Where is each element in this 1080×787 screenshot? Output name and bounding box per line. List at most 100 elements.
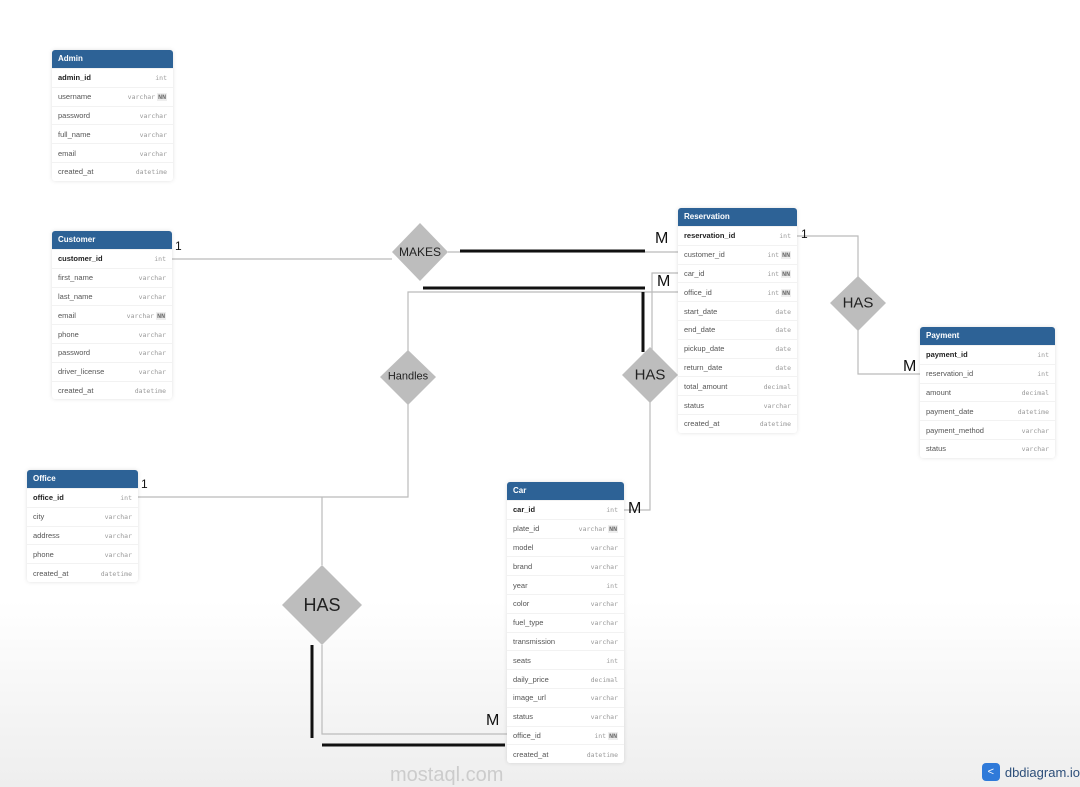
field-row[interactable]: customer_id int (52, 249, 172, 268)
field-name: payment_date (926, 406, 974, 416)
field-type: datetime (1017, 407, 1049, 416)
field-type: datetime (100, 569, 132, 578)
field-name: fuel_type (513, 618, 544, 628)
field-type: decimal (1021, 388, 1049, 397)
field-type: int (155, 74, 167, 83)
dbdiagram-logo[interactable]: <dbdiagram.io (981, 763, 1080, 781)
field-type: varchar (138, 292, 166, 301)
field-name: pickup_date (684, 344, 725, 354)
field-row[interactable]: customer_id int NN (678, 244, 797, 264)
not-null-badge: NN (608, 731, 618, 740)
has-payment-label: HAS (842, 294, 874, 312)
field-row[interactable]: payment_date datetime (920, 401, 1055, 420)
field-row[interactable]: status varchar (507, 706, 624, 726)
field-name: transmission (513, 636, 556, 646)
field-name: city (33, 512, 45, 522)
field-type: varchar (590, 713, 618, 722)
field-name: customer_id (58, 254, 103, 264)
field-type: int (767, 251, 780, 260)
field-type: varchar (590, 637, 618, 646)
cardinality: M (486, 712, 500, 729)
field-type: int (154, 255, 166, 264)
field-name: reservation_id (926, 369, 974, 379)
has-office-diamond (282, 565, 362, 645)
field-type: varchar (138, 330, 166, 339)
has-office-label: HAS (303, 595, 341, 615)
field-name: car_id (684, 268, 705, 278)
field-row[interactable]: transmission varchar (507, 631, 624, 651)
field-name: customer_id (684, 250, 725, 260)
field-type: varchar (138, 368, 166, 377)
field-name: status (513, 712, 534, 722)
makes-diamond (392, 223, 448, 281)
cardinality: M (903, 358, 917, 375)
field-type: int (120, 494, 132, 503)
field-type: int (767, 288, 780, 297)
field-name: year (513, 580, 528, 590)
field-type: int (594, 731, 607, 740)
field-name: status (684, 400, 705, 410)
table-header: Payment (920, 327, 1055, 345)
not-null-badge: NN (781, 251, 791, 260)
field-name: car_id (513, 505, 536, 515)
cardinality: 1 (801, 227, 808, 241)
field-name: return_date (684, 362, 723, 372)
table-header: Reservation (678, 208, 797, 226)
table-header: Office (27, 470, 138, 488)
field-type: varchar (578, 525, 607, 534)
cardinality: 1 (141, 477, 148, 491)
